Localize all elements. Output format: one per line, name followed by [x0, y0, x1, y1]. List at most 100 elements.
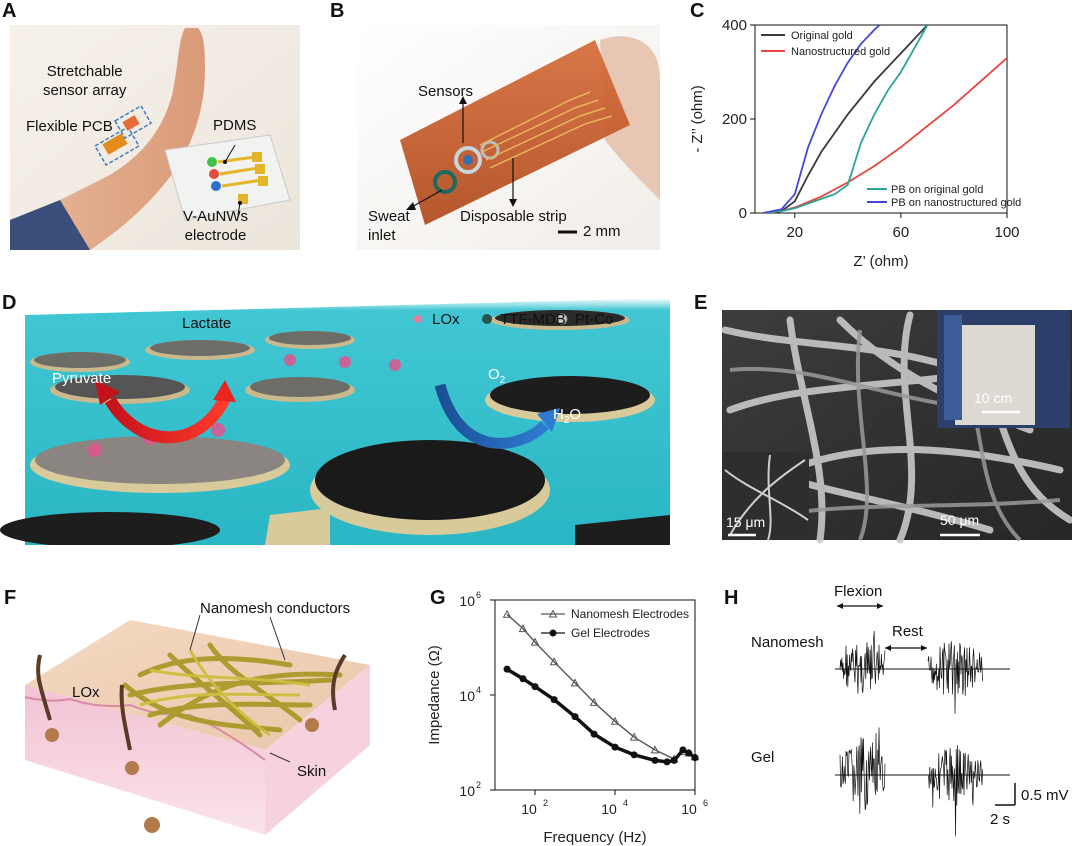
panel-a-label: A: [2, 0, 17, 22]
data-point: [629, 732, 639, 741]
panel-e-sem-image: [721, 310, 1072, 544]
series-line: [762, 25, 881, 213]
data-point: [549, 657, 559, 666]
panel-e-label: E: [694, 292, 708, 314]
y-tick-label: 10: [459, 688, 475, 704]
x-tick-label: 60: [893, 224, 910, 241]
data-point: [571, 713, 579, 721]
y-tick-label: 400: [722, 17, 747, 34]
series-line: [762, 25, 929, 213]
scale-15um: 15 μm: [726, 514, 766, 530]
x-tick-label: 10: [681, 801, 697, 817]
panel-b-photo: [357, 25, 660, 250]
panel-h: H Flexion Rest Nanomesh Gel 0.5 mV 2 s: [715, 583, 1072, 846]
data-point: [691, 754, 699, 762]
data-point: [611, 743, 619, 751]
data-point: [663, 758, 671, 766]
legend-pt-co: Pt-Co: [575, 311, 614, 328]
panel-e: E: [690, 290, 1072, 545]
x-tick-label: 10: [601, 801, 617, 817]
legend-marker: [548, 609, 558, 618]
gel-trace-label: Gel: [751, 749, 775, 766]
x-tick-exponent: 4: [623, 798, 628, 808]
legend-entry: PB on original gold: [891, 184, 983, 196]
data-point: [685, 749, 693, 757]
x-axis-label: Frequency (Hz): [543, 829, 646, 846]
x-tick-exponent: 2: [543, 798, 548, 808]
legend-entry: Gel Electrodes: [571, 626, 650, 640]
emg-burst: [927, 744, 983, 837]
legend-entry: Nanomesh Electrodes: [571, 607, 689, 621]
scale-bar-label-b: 2 mm: [583, 223, 621, 240]
panel-d: D: [0, 290, 670, 545]
data-point: [670, 756, 678, 764]
disposable-strip-label: Disposable strip: [460, 208, 567, 225]
pyruvate-label: Pyruvate: [52, 370, 112, 387]
data-point: [503, 665, 511, 673]
panel-a-photo: [10, 25, 300, 250]
panel-g-label: G: [430, 587, 446, 609]
emg-burst: [927, 641, 983, 714]
panel-f: F: [0, 585, 380, 846]
panel-h-emg-traces: [835, 603, 1016, 837]
data-point: [519, 675, 527, 683]
x-tick-label: 20: [786, 224, 803, 241]
panel-c-label: C: [690, 0, 705, 22]
sensors-label: Sensors: [418, 83, 474, 100]
flexion-label: Flexion: [834, 583, 883, 600]
legend-marker: [549, 629, 557, 637]
lox-label-f: LOx: [72, 684, 100, 701]
data-point: [518, 624, 528, 633]
legend-lox: LOx: [432, 311, 460, 328]
electrode-label: V-AuNWs electrode: [183, 208, 249, 244]
y-tick-label: 200: [722, 111, 747, 128]
y-tick-exponent: 6: [476, 590, 481, 600]
x-tick-label: 100: [994, 224, 1019, 241]
panel-a: A Stretchable sensor array Flexibl: [0, 0, 300, 250]
panel-d-illustration: [0, 298, 670, 545]
nanomesh-trace-label: Nanomesh: [751, 634, 824, 651]
flexible-pcb-label: Flexible PCB: [26, 118, 113, 135]
series-line: [762, 25, 929, 213]
panel-b: B Sensors Sweat inlet Disposable strip 2…: [330, 0, 660, 250]
pdms-label: PDMS: [213, 117, 257, 134]
x-tick-label: 10: [521, 801, 537, 817]
lactate-label: Lactate: [182, 315, 232, 332]
data-point: [570, 678, 580, 687]
stretchable-label: Stretchable sensor array: [43, 63, 127, 99]
legend-ttf-mdb: TTF-MDB: [500, 311, 566, 328]
nanomesh-conductors-label: Nanomesh conductors: [200, 600, 351, 617]
emg-burst: [839, 630, 886, 694]
y-tick-label: 10: [459, 783, 475, 799]
data-point: [630, 751, 638, 759]
x-axis-label: Z’ (ohm): [853, 253, 908, 270]
y-tick-exponent: 2: [476, 780, 481, 790]
series-line: [506, 667, 697, 764]
data-point: [589, 697, 599, 706]
rest-label: Rest: [892, 623, 923, 640]
data-point: [550, 696, 558, 704]
y-axis-label: - Z’’ (ohm): [689, 85, 706, 153]
data-point: [679, 746, 687, 754]
skin-label: Skin: [297, 763, 327, 780]
panel-f-illustration: [24, 614, 370, 835]
data-point: [502, 609, 512, 618]
o2-label: O2: [488, 366, 506, 386]
sweat-inlet-label: Sweat inlet: [368, 208, 410, 244]
scale-s-label: 2 s: [990, 811, 1011, 828]
legend-entry: Nanostructured gold: [791, 46, 890, 58]
data-point: [531, 683, 539, 691]
data-point: [650, 745, 660, 754]
data-point: [590, 730, 598, 738]
impedance-nyquist-chart: 20 60 100 0 200 400 Z’ (ohm) - Z’’ (ohm) Origina…: [689, 17, 1021, 270]
panel-f-label: F: [4, 587, 17, 609]
y-tick-label: 0: [739, 205, 747, 222]
panel-d-label: D: [2, 292, 17, 314]
legend-entry: PB on nanostructured gold: [891, 197, 1021, 209]
emg-burst: [839, 727, 886, 814]
panel-h-label: H: [724, 587, 739, 609]
panel-b-label: B: [330, 0, 345, 22]
y-axis-label: Impedance (Ω): [426, 645, 443, 745]
legend-entry: Original gold: [791, 30, 853, 42]
